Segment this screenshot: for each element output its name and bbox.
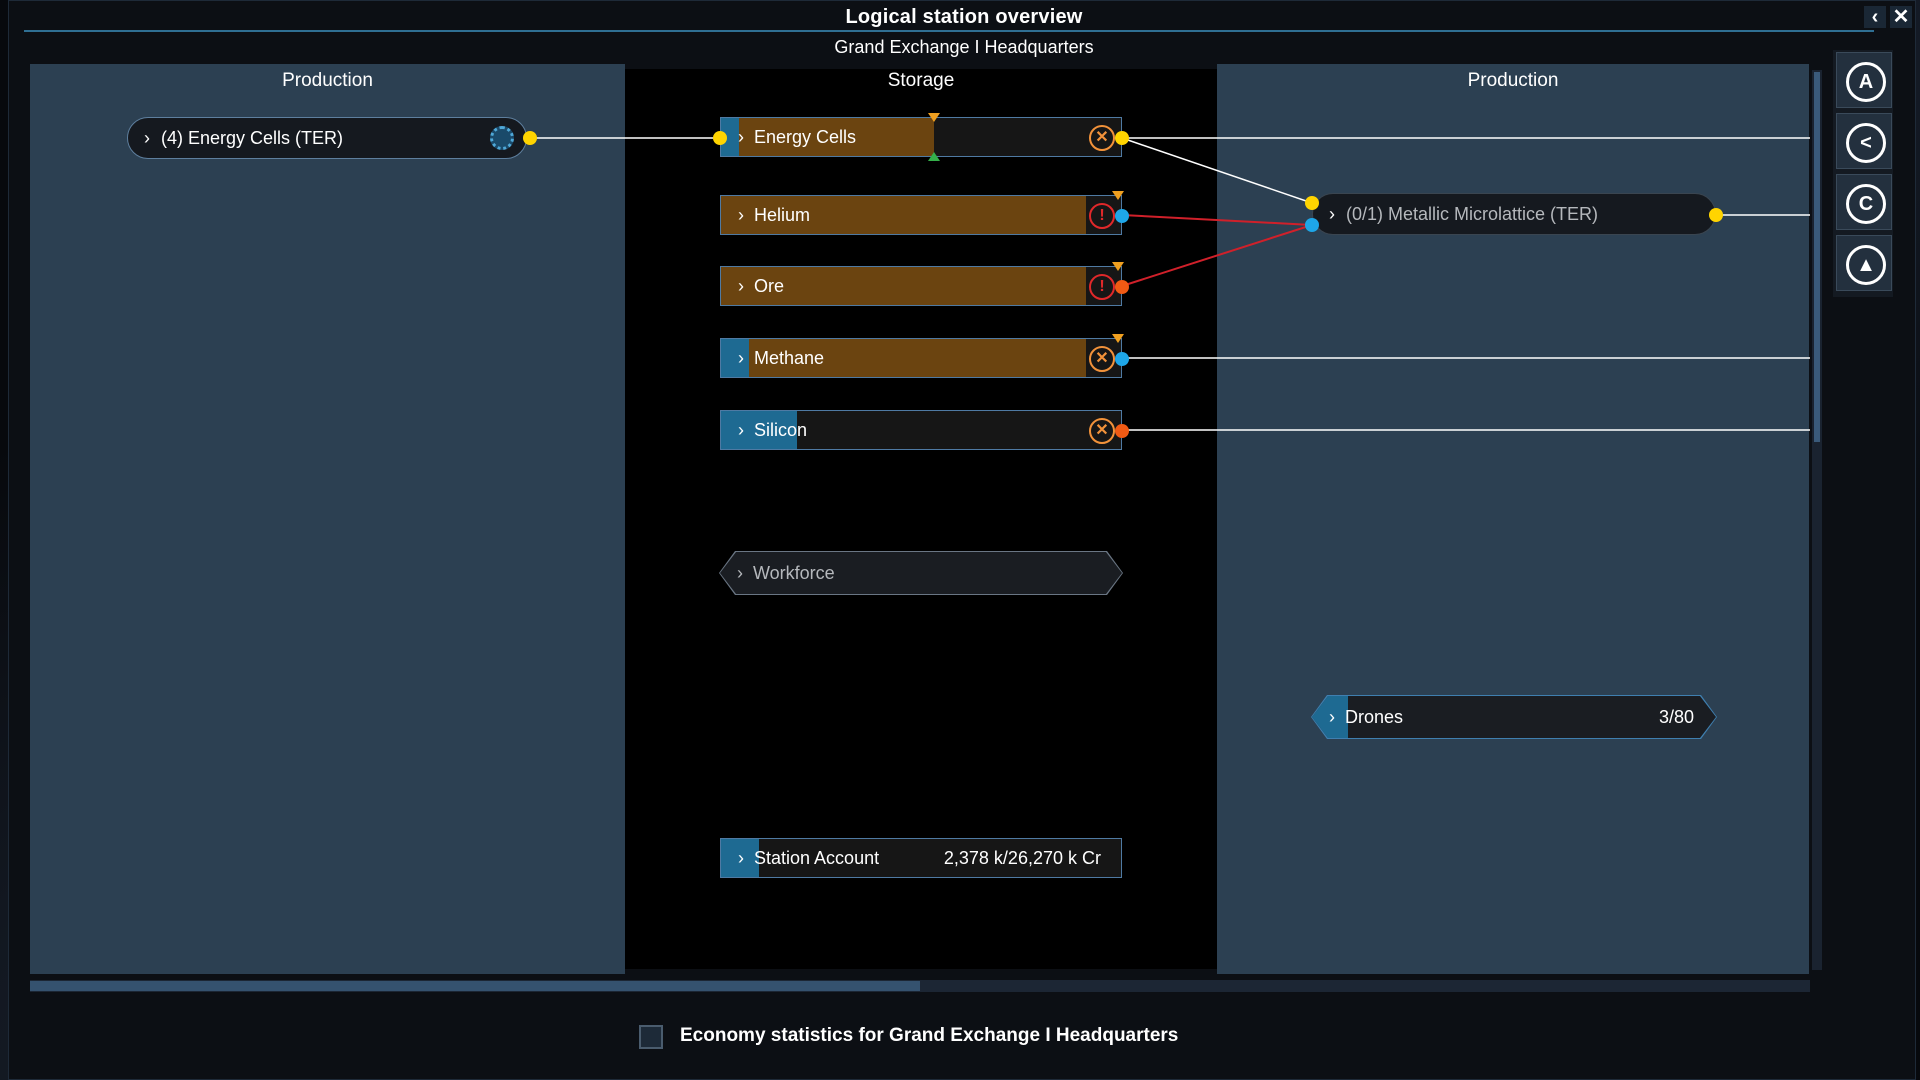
connector-line xyxy=(1121,214,1313,226)
credits-icon: C xyxy=(1846,184,1886,224)
left-production-panel xyxy=(30,64,625,974)
module-label: (0/1) Metallic Microlattice (TER) xyxy=(1346,204,1599,224)
flask-icon: ▲ xyxy=(1846,245,1886,285)
workforce-node[interactable]: › Workforce xyxy=(720,552,1122,594)
output-connector xyxy=(523,131,537,145)
sidebar-button-research[interactable]: ▲ xyxy=(1836,235,1892,291)
left-production-heading: Production xyxy=(282,70,373,91)
metallic-microlattice-production-module[interactable]: › (0/1) Metallic Microlattice (TER) xyxy=(1312,193,1716,235)
chevron-right-icon: › xyxy=(738,420,744,440)
storage-item-label: Helium xyxy=(754,205,811,225)
chevron-right-icon: › xyxy=(738,205,744,225)
storage-item-label: Energy Cells xyxy=(754,127,857,147)
workforce-label: Workforce xyxy=(753,563,835,583)
warning-icon: ! xyxy=(1089,274,1115,300)
storage-item-methane[interactable]: › Methane ✕ xyxy=(720,338,1122,378)
economy-statistics-label: Economy statistics for Grand Exchange I … xyxy=(680,1025,1179,1046)
target-marker xyxy=(1112,191,1124,200)
fill-bar xyxy=(739,118,934,156)
sidebar-button-navigation[interactable]: A xyxy=(1836,52,1892,108)
fill-bar xyxy=(721,411,797,449)
fill-bar xyxy=(721,267,1086,305)
chevron-right-icon: › xyxy=(738,127,744,147)
warning-icon: ! xyxy=(1089,203,1115,229)
output-connector xyxy=(1115,424,1129,438)
economy-statistics-checkbox[interactable] xyxy=(639,1025,663,1049)
title-divider xyxy=(24,30,1874,32)
storage-item-label: Methane xyxy=(754,348,825,368)
storage-heading: Storage xyxy=(887,70,955,91)
account-label: Station Account xyxy=(754,848,880,868)
storage-item-energy-cells[interactable]: › Energy Cells ✕ xyxy=(720,117,1122,157)
storage-item-silicon[interactable]: › Silicon ✕ xyxy=(720,410,1122,450)
vertical-scrollbar[interactable] xyxy=(1812,70,1822,970)
output-connector xyxy=(1115,131,1129,145)
station-name: Grand Exchange I Headquarters xyxy=(834,37,1094,57)
fill-bar xyxy=(749,339,1086,377)
chevron-right-icon: › xyxy=(738,348,744,368)
output-connector xyxy=(1115,280,1129,294)
input-connector xyxy=(713,131,727,145)
gear-icon xyxy=(490,126,514,150)
x-circle-icon: ✕ xyxy=(1089,125,1115,151)
sidebar-button-economy[interactable]: C xyxy=(1836,174,1892,230)
drones-node[interactable]: › Drones 3/80 xyxy=(1312,696,1716,738)
output-connector xyxy=(1709,208,1723,222)
chevron-right-icon: › xyxy=(738,848,744,868)
output-connector xyxy=(1115,209,1129,223)
x-circle-icon: ✕ xyxy=(1089,346,1115,372)
target-marker xyxy=(1112,334,1124,343)
energy-cells-production-module[interactable]: › (4) Energy Cells (TER) xyxy=(127,117,527,159)
horizontal-scroll-thumb[interactable] xyxy=(30,981,920,991)
vertical-scroll-thumb[interactable] xyxy=(1814,72,1820,442)
compass-icon: A xyxy=(1846,62,1886,102)
account-fill-bar xyxy=(721,839,759,877)
storage-item-label: Ore xyxy=(754,276,785,296)
input-connector xyxy=(1305,196,1319,210)
target-marker xyxy=(928,113,940,122)
chevron-right-icon: › xyxy=(1329,204,1335,224)
account-value: 2,378 k/26,270 k Cr xyxy=(943,848,1101,868)
storage-item-label: Silicon xyxy=(754,420,808,440)
storage-item-helium[interactable]: › Helium ! xyxy=(720,195,1122,235)
target-marker xyxy=(1112,262,1124,271)
close-button[interactable]: ✕ xyxy=(1890,6,1912,28)
input-connector xyxy=(1305,218,1319,232)
fill-bar xyxy=(721,118,739,156)
chevron-right-icon: › xyxy=(738,276,744,296)
window-title: Logical station overview xyxy=(845,6,1083,28)
fill-bar xyxy=(721,196,1086,234)
storage-item-ore[interactable]: › Ore ! xyxy=(720,266,1122,306)
share-icon: < xyxy=(1846,123,1886,163)
chevron-right-icon: › xyxy=(144,128,150,148)
drones-count: 3/80 xyxy=(1658,707,1694,727)
connector-line xyxy=(1121,137,1313,204)
station-account[interactable]: › Station Account 2,378 k/26,270 k Cr xyxy=(720,838,1122,878)
fill-bar xyxy=(721,339,749,377)
drones-label: Drones xyxy=(1345,707,1404,727)
chevron-right-icon: › xyxy=(1329,707,1335,727)
output-connector xyxy=(1115,352,1129,366)
sidebar-button-logistics[interactable]: < xyxy=(1836,113,1892,169)
back-button[interactable]: ‹ xyxy=(1864,6,1886,28)
x-circle-icon: ✕ xyxy=(1089,418,1115,444)
module-label: (4) Energy Cells (TER) xyxy=(161,128,344,148)
current-marker xyxy=(928,152,940,161)
chevron-right-icon: › xyxy=(737,563,743,583)
connector-line xyxy=(1121,224,1313,287)
right-production-heading: Production xyxy=(1467,70,1559,91)
